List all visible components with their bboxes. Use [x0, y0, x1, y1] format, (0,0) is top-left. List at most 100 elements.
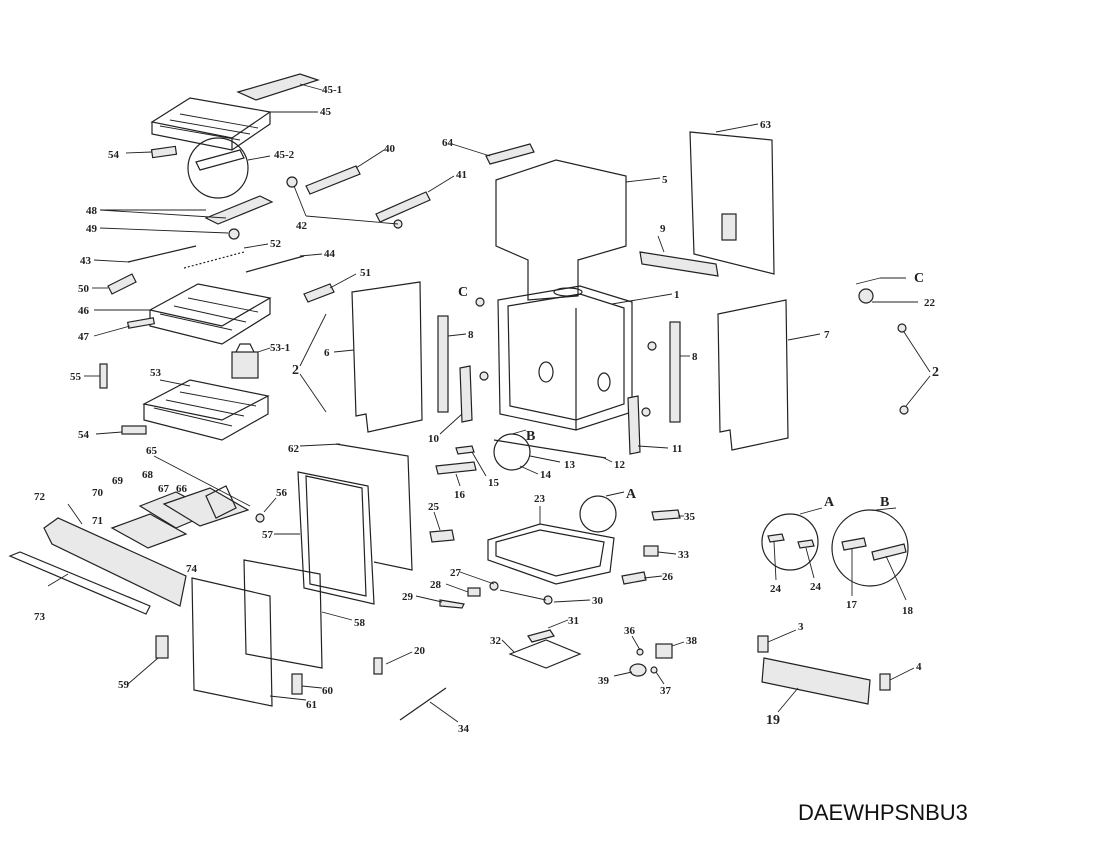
callout-label: 9: [660, 223, 666, 235]
callout-label: 73: [34, 611, 46, 623]
detail-circle-b: [831, 509, 909, 587]
kick-plate-part: [761, 657, 871, 705]
detail-c-part: [858, 288, 874, 304]
rack-adjuster-part: [107, 273, 137, 295]
callout-label: 47: [78, 331, 90, 343]
callout-label: 35: [684, 511, 696, 523]
callout-label: 36: [624, 625, 636, 637]
rack-wheel-part: [228, 228, 240, 240]
back-panel-part: [689, 131, 775, 275]
callout-label: 17: [846, 599, 858, 611]
callout-label: 38: [686, 635, 698, 647]
kick-plate-end-part: [757, 635, 769, 653]
callout-label: 45: [320, 106, 332, 118]
callout-label: 49: [86, 223, 98, 235]
callout-label: 44: [324, 248, 336, 260]
spray-arm-b-part: [375, 191, 431, 223]
rack-strip-part: [126, 317, 156, 329]
callout-label: 28: [430, 579, 442, 591]
rack-axle-part: [127, 245, 197, 263]
callout-label: 55: [70, 371, 82, 383]
model-code-label: DAEWHPSNBU3: [798, 800, 968, 825]
rack-latch-part: [99, 363, 108, 389]
callout-label: 59: [118, 679, 130, 691]
detail-circle-a: [761, 513, 819, 571]
door-panel-part: [243, 559, 323, 669]
tub-frame-part: [497, 285, 673, 431]
tine-row-part: [99, 195, 274, 225]
kick-plate-end-b-part: [879, 673, 891, 691]
callout-label: 33: [678, 549, 690, 561]
detail-marker-a: A: [824, 495, 835, 510]
callout-label: 63: [760, 119, 772, 131]
callout-label: 46: [78, 305, 90, 317]
callout-label: 66: [176, 483, 188, 495]
callout-label: 72: [34, 491, 46, 503]
callout-label: 62: [288, 443, 300, 455]
rack-clip-part: [150, 145, 178, 159]
detail-marker-c: C: [914, 271, 924, 286]
callout-label: 12: [614, 459, 626, 471]
callout-label: 50: [78, 283, 90, 295]
callout-label: 19: [766, 713, 780, 728]
detail-marker-a: A: [626, 487, 637, 502]
callout-label: 61: [306, 699, 317, 711]
callout-label: 69: [112, 475, 124, 487]
rail-stop-part: [303, 283, 335, 303]
callout-label: 1: [674, 289, 680, 301]
callout-label: 34: [458, 723, 470, 735]
callout-label: 51: [360, 267, 371, 279]
inner-door-part: [274, 443, 413, 605]
detail-marker-b: B: [526, 429, 535, 444]
tub-insulation-part: [495, 159, 627, 301]
side-rail-b-part: [669, 321, 681, 423]
base-pan-part: [487, 506, 615, 585]
callout-label: 48: [86, 205, 98, 217]
bottom-basket-part: [142, 379, 270, 441]
callout-label: 7: [824, 329, 830, 341]
callout-label: 8: [692, 351, 698, 363]
callout-label: 43: [80, 255, 92, 267]
callout-label: 2: [932, 365, 939, 380]
callout-label: 15: [488, 477, 500, 489]
cutlery-basket-part: [231, 343, 271, 379]
callout-label: 32: [490, 635, 502, 647]
callout-label: 65: [146, 445, 158, 457]
callout-label: 37: [660, 685, 672, 697]
callout-label: 24: [810, 581, 822, 593]
callout-label: 56: [276, 487, 288, 499]
top-bracket-part: [639, 251, 719, 277]
rack-clip-b-part: [121, 425, 147, 435]
callout-label: 41: [456, 169, 467, 181]
rack-rail-b-part: [245, 255, 305, 273]
rack-rail-part: [183, 251, 245, 269]
cutlery-tray-part: [236, 73, 323, 101]
leveling-foot-part: [373, 657, 383, 675]
callout-label: 40: [384, 143, 396, 155]
spray-arm-part: [305, 165, 361, 195]
sump-part: [508, 639, 582, 669]
detail-marker-c: C: [458, 285, 468, 300]
callout-label: 25: [428, 501, 440, 513]
door-latch-part: [291, 673, 303, 695]
callout-label: 26: [662, 571, 674, 583]
motor-part: [629, 663, 647, 677]
callout-label: 4: [916, 661, 922, 673]
lower-rack-part: [94, 283, 272, 345]
control-panel-part: [8, 485, 250, 615]
upper-rack-part: [150, 97, 318, 151]
callout-label: 42: [296, 220, 308, 232]
callout-label: 74: [186, 563, 198, 575]
callout-label: 6: [324, 347, 330, 359]
callout-label: 22: [924, 297, 936, 309]
callout-label: 70: [92, 487, 104, 499]
callout-label: 71: [92, 515, 103, 527]
callout-label: 10: [428, 433, 440, 445]
nozzle-part: [286, 176, 298, 188]
detail-circle-45-2: [187, 137, 249, 199]
outer-door-part: [191, 577, 273, 707]
callout-label: 3: [798, 621, 804, 633]
callout-label: 57: [262, 529, 274, 541]
callout-label: 16: [454, 489, 466, 501]
callout-label: 54: [108, 149, 120, 161]
